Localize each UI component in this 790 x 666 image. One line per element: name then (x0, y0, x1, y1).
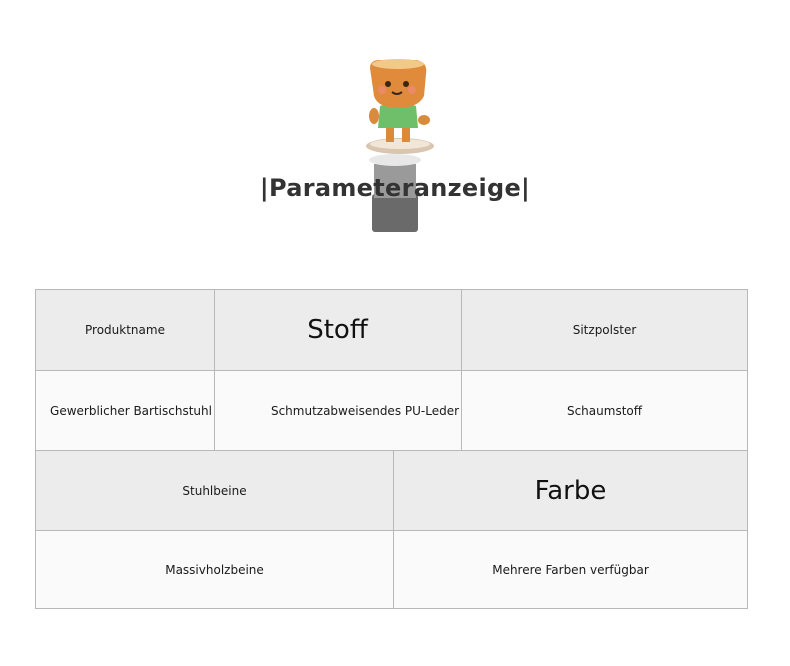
table-row: Gewerblicher Bartischstuhl Schmutzabweis… (36, 371, 747, 451)
table-cell-product-name-value: Gewerblicher Bartischstuhl (50, 404, 212, 418)
cell-divider (214, 290, 215, 370)
table-cell-fabric-label: Stoff (307, 315, 368, 345)
row-divider (36, 370, 747, 371)
cell-divider (461, 290, 462, 370)
cell-divider (214, 371, 215, 450)
table-cell-product-name-label: Produktname (85, 323, 165, 337)
page-title: |Parameteranzeige| (259, 174, 531, 202)
table-cell-seat-cushion-value: Schaumstoff (566, 404, 643, 418)
table-cell-color-label: Farbe (534, 476, 607, 506)
table-cell-chair-legs-value: Massivholzbeine (165, 562, 264, 577)
table-row: Stuhlbeine Farbe (36, 451, 747, 531)
row-divider (36, 530, 747, 531)
parameter-table: Produktname Stoff Sitzpolster Gewerblich… (35, 289, 748, 609)
table-row: Produktname Stoff Sitzpolster (36, 290, 747, 370)
cell-divider (461, 371, 462, 450)
table-row: Massivholzbeine Mehrere Farben verfügbar (36, 531, 747, 608)
table-cell-seat-cushion-label: Sitzpolster (572, 323, 637, 337)
table-cell-color-value: Mehrere Farben verfügbar (492, 562, 649, 577)
tree-stump-mascot-icon (366, 59, 434, 232)
row-divider (36, 450, 747, 451)
table-cell-chair-legs-label: Stuhlbeine (182, 484, 247, 498)
table-cell-fabric-value: Schmutzabweisendes PU-Leder (270, 404, 460, 418)
cell-divider (393, 531, 394, 608)
cell-divider (393, 451, 394, 531)
